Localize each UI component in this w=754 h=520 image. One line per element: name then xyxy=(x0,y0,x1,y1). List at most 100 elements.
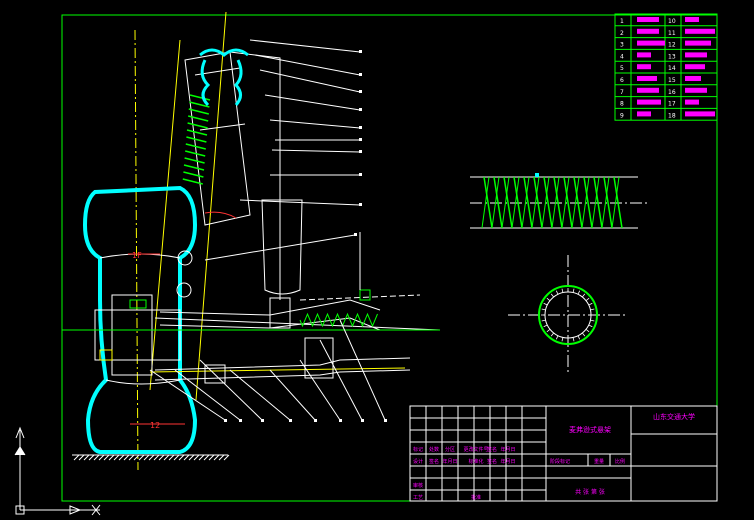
detail-coil-front xyxy=(483,176,493,229)
boot-left xyxy=(200,59,211,107)
detail-coil-back xyxy=(591,176,600,229)
leader-tick xyxy=(359,150,362,153)
tie-rod-top xyxy=(159,299,381,316)
hatch-stroke xyxy=(138,454,145,461)
lower-arm-top xyxy=(154,357,411,371)
leader-line xyxy=(249,39,361,53)
detail-coil-back xyxy=(531,176,540,229)
parts-table-number: 1 xyxy=(620,18,624,25)
lower-arm-bottom xyxy=(154,369,411,381)
parts-table-name-cell xyxy=(637,111,651,117)
spline-tooth xyxy=(555,290,559,295)
spline-tooth xyxy=(550,332,554,337)
parts-table-name-cell xyxy=(685,76,701,81)
hatch-stroke xyxy=(213,454,220,461)
title-cell-text: 标记 xyxy=(413,446,423,453)
sheet-footer: 共 张 第 张 xyxy=(575,488,605,496)
parts-table-name-cell xyxy=(685,28,715,34)
hub-seal xyxy=(129,299,147,309)
leader-line xyxy=(174,369,241,421)
annotation-label-b: 12 xyxy=(150,421,160,430)
detail-coil-back xyxy=(511,176,520,229)
title-cell-text: 设计 xyxy=(413,458,423,465)
leader-tick xyxy=(239,419,242,422)
spline-tooth xyxy=(543,302,548,306)
detail-coil-back xyxy=(611,176,620,229)
parts-table-number: 17 xyxy=(668,101,676,108)
spline-tooth xyxy=(588,302,593,306)
detail-coil-back xyxy=(541,176,550,229)
stage-label: 重量 xyxy=(594,458,604,465)
hatch-stroke xyxy=(128,454,135,461)
hatch-stroke xyxy=(223,454,230,461)
leader-line xyxy=(149,369,226,421)
detail-coil-back xyxy=(571,176,580,229)
tie-rod-centerline xyxy=(154,317,441,331)
detail-coil-front xyxy=(603,176,613,229)
spline-tooth xyxy=(585,297,590,301)
parts-table-number: 13 xyxy=(668,53,676,60)
leader-line xyxy=(199,359,263,421)
hatch-stroke xyxy=(183,454,190,461)
leader-tick xyxy=(314,419,317,422)
parts-table-name-cell xyxy=(637,52,651,58)
parts-table-number: 18 xyxy=(668,112,676,119)
spline-tooth xyxy=(561,337,564,342)
leader-line xyxy=(299,359,341,421)
detail-coil-front xyxy=(533,176,543,229)
shock-absorber-body xyxy=(261,199,303,295)
leader-tick xyxy=(224,419,227,422)
spline-tooth xyxy=(541,308,546,311)
title-cell-text: 签名 xyxy=(487,458,497,465)
hatch-stroke xyxy=(188,454,195,461)
rack-fitting xyxy=(359,289,371,301)
spline-tooth xyxy=(585,329,590,333)
tie-rod-bottom xyxy=(159,317,381,331)
detail-coil-back xyxy=(491,176,500,229)
leader-tick xyxy=(359,173,362,176)
leader-tick xyxy=(359,203,362,206)
parts-table-name-cell xyxy=(685,87,707,93)
hatch-stroke xyxy=(153,454,160,461)
parts-table-name-cell xyxy=(685,52,707,58)
spline-tooth xyxy=(546,329,551,333)
detail-coil-front xyxy=(563,176,573,229)
spring-coil xyxy=(189,101,210,108)
hatch-stroke xyxy=(83,454,90,461)
spline-tooth xyxy=(590,319,595,322)
hatch-stroke xyxy=(173,454,180,461)
kingpin-axis-line xyxy=(149,39,181,391)
leader-line xyxy=(319,339,363,421)
spline-tooth xyxy=(577,335,581,340)
hatch-stroke xyxy=(163,454,170,461)
suspension-assembly: 1F 12 xyxy=(62,11,441,471)
tie-rod-joint xyxy=(269,297,291,329)
title-cell-text: 处数 xyxy=(429,446,439,453)
parts-table-number: 7 xyxy=(620,89,624,96)
leader-tick xyxy=(359,126,362,129)
hatch-stroke xyxy=(113,454,120,461)
lower-pivot-circle xyxy=(176,282,192,298)
section-spline-teeth xyxy=(541,288,595,342)
spring-coil xyxy=(186,136,207,143)
ball-joint xyxy=(204,364,226,384)
leader-line xyxy=(204,234,356,261)
hatch-stroke xyxy=(178,454,185,461)
spring-coil xyxy=(187,122,208,129)
wheel-centerline xyxy=(134,29,139,471)
upper-mount-cap xyxy=(199,48,249,57)
annotation-label-a: 1F xyxy=(132,251,142,260)
knuckle-block xyxy=(94,309,181,361)
parts-table-number: 4 xyxy=(620,53,624,60)
leader-tick xyxy=(339,419,342,422)
hatch-stroke xyxy=(108,454,115,461)
detail-coil-front xyxy=(493,176,503,229)
bolt-head xyxy=(99,349,113,361)
hatch-stroke xyxy=(208,454,215,461)
leader-line xyxy=(271,149,361,153)
leader-line xyxy=(264,94,361,111)
steering-rack-line xyxy=(299,294,421,301)
title-cell-text: 分区 xyxy=(445,446,455,453)
school-name: 山东交通大学 xyxy=(653,412,695,421)
hatch-stroke xyxy=(93,454,100,461)
